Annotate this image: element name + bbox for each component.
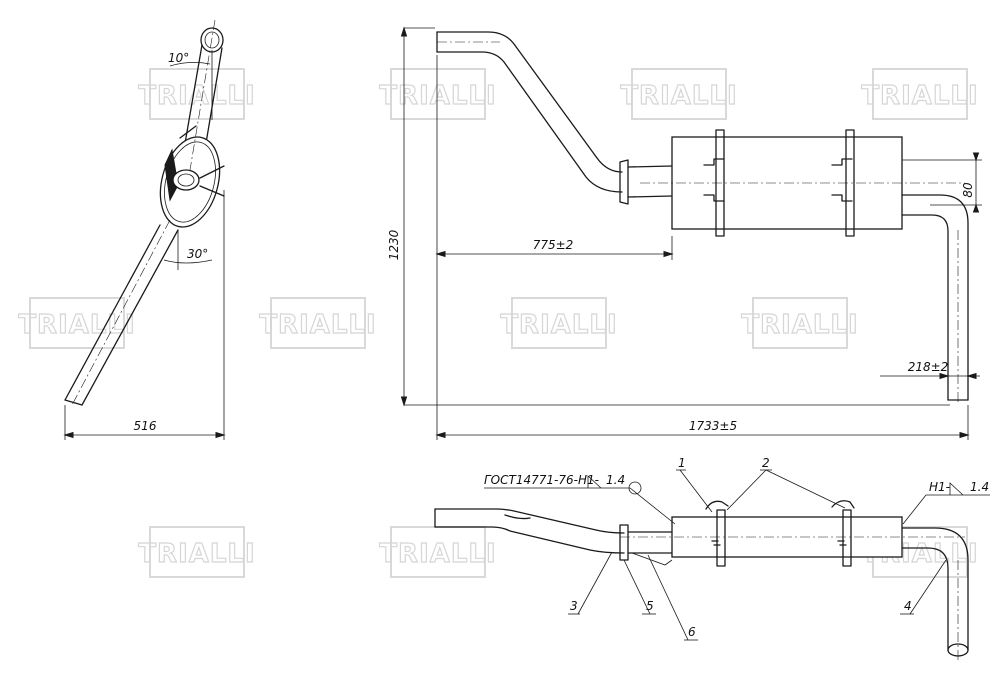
weld-note-left: ГОСТ14771-76-Н1- [484, 473, 599, 487]
svg-text:TRIALLI: TRIALLI [500, 310, 617, 340]
callout-3: 3 [570, 599, 578, 613]
callout-5: 5 [646, 599, 654, 613]
watermark: TRIALLI [18, 297, 135, 349]
callout-4: 4 [904, 599, 912, 613]
angle-label-bottom: 30° [187, 247, 208, 261]
weld-size-right: 1.4 [970, 480, 989, 494]
watermark: TRIALLI [861, 68, 978, 120]
svg-text:TRIALLI: TRIALLI [138, 81, 255, 111]
dim-muffler-height: 80 [961, 182, 975, 198]
callout-6: 6 [688, 625, 696, 639]
weld-note-right: Н1- [929, 480, 950, 494]
svg-text:TRIALLI: TRIALLI [18, 310, 135, 340]
watermark: TRIALLI [741, 297, 858, 349]
svg-text:TRIALLI: TRIALLI [259, 310, 376, 340]
svg-text:TRIALLI: TRIALLI [379, 81, 496, 111]
svg-text:TRIALLI: TRIALLI [138, 539, 255, 569]
svg-text:TRIALLI: TRIALLI [379, 539, 496, 569]
side-view: 10° 30° 516 [63, 19, 226, 440]
svg-text:TRIALLI: TRIALLI [620, 81, 737, 111]
top-view: 1230 775±2 80 218±2 1733±5 [387, 26, 982, 440]
callout-2: 2 [762, 456, 770, 470]
dim-width-side: 516 [134, 419, 157, 433]
svg-text:TRIALLI: TRIALLI [861, 81, 978, 111]
angle-label-top: 10° [168, 51, 189, 65]
watermark: TRIALLI [138, 68, 255, 120]
dim-height-total: 1230 [387, 229, 401, 260]
watermark: TRIALLI [379, 526, 496, 578]
svg-text:TRIALLI: TRIALLI [741, 310, 858, 340]
front-view: ГОСТ14771-76-Н1- 1.4 Н1- 1.4 1 2 3 5 6 4 [434, 456, 990, 660]
weld-size-left: 1.4 [606, 473, 625, 487]
watermark: TRIALLI [379, 68, 496, 120]
dim-total-length: 1733±5 [689, 419, 737, 433]
watermark: TRIALLI [259, 297, 376, 349]
watermark: TRIALLI [620, 68, 737, 120]
callout-1: 1 [678, 456, 686, 470]
dim-tail-offset: 218±2 [908, 360, 949, 374]
dim-length-to-clamp: 775±2 [533, 238, 574, 252]
watermark: TRIALLI [500, 297, 617, 349]
watermark: TRIALLI [138, 526, 255, 578]
